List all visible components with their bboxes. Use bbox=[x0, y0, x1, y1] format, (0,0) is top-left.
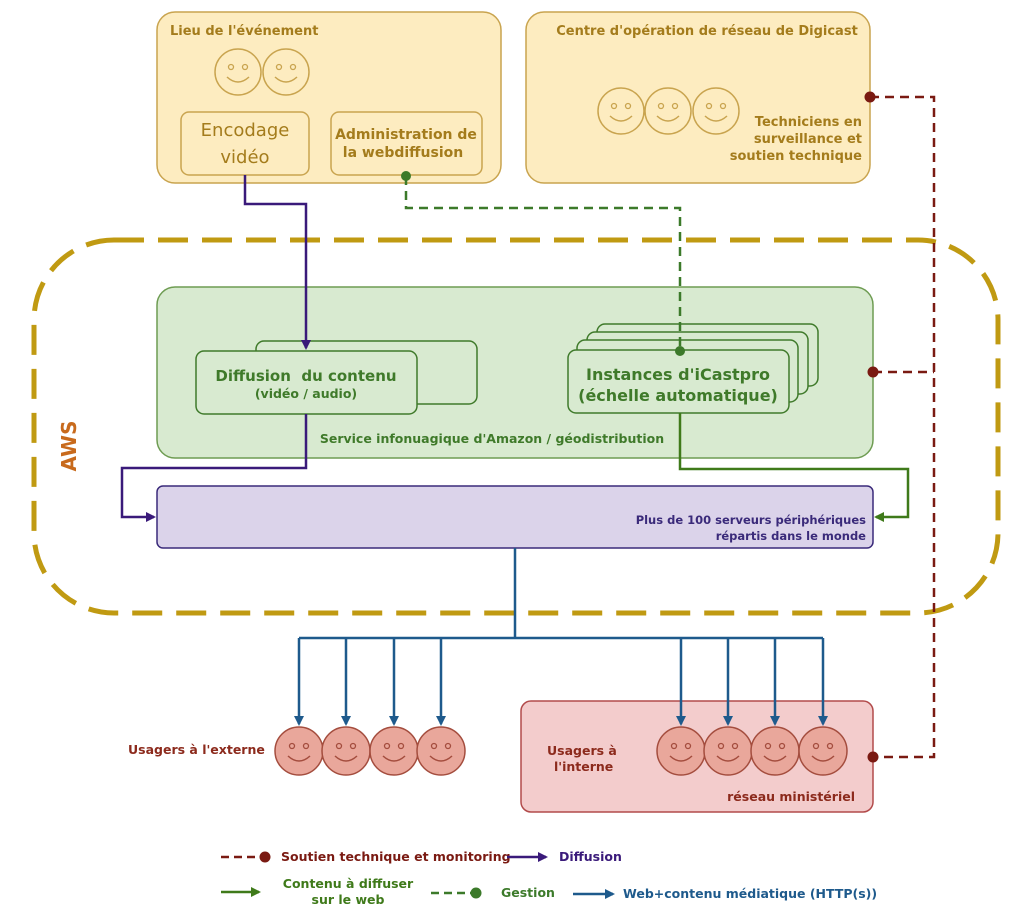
user-face-icon bbox=[703, 726, 753, 776]
techs-line2: surveillance et bbox=[754, 132, 862, 147]
smiley-icon bbox=[692, 87, 740, 135]
management-dot-icon bbox=[401, 171, 411, 181]
support-dot-icon bbox=[867, 366, 879, 378]
aws-label: AWS bbox=[57, 420, 81, 471]
network-label: réseau ministériel bbox=[727, 789, 855, 804]
diffusion-title: Diffusion du contenu bbox=[215, 367, 396, 385]
legend-content-line1: Contenu à diffuser bbox=[283, 876, 414, 891]
event-venue-title: Lieu de l'événement bbox=[170, 24, 318, 39]
user-face-icon bbox=[656, 726, 706, 776]
user-face-icon bbox=[369, 726, 419, 776]
internal-line1: Usagers à bbox=[547, 743, 617, 758]
user-face-icon bbox=[274, 726, 324, 776]
user-face-icon bbox=[416, 726, 466, 776]
admin-line1: Administration de bbox=[335, 127, 477, 143]
legend-support-dot-icon bbox=[259, 851, 271, 863]
service-caption: Service infonuagique d'Amazon / géodistr… bbox=[320, 431, 664, 446]
legend-management-dot-icon bbox=[470, 887, 482, 899]
diffusion-link bbox=[243, 175, 311, 350]
diffusion-subtitle: (vidéo / audio) bbox=[255, 386, 357, 401]
encoding-line2: vidéo bbox=[220, 147, 269, 168]
external-users-label: Usagers à l'externe bbox=[128, 742, 265, 757]
event-venue-panel: Lieu de l'événement Encodage vidéo Admin… bbox=[156, 11, 502, 184]
internal-users-panel: Usagers à l'interne réseau ministériel bbox=[520, 700, 874, 813]
aws-region bbox=[31, 237, 1001, 616]
support-link bbox=[870, 95, 936, 759]
encoding-line1: Encodage bbox=[201, 120, 290, 141]
content-link bbox=[678, 413, 910, 522]
diffusion-to-edge-link bbox=[120, 414, 308, 522]
admin-line2: la webdiffusion bbox=[343, 145, 463, 161]
legend-management-label: Gestion bbox=[501, 885, 555, 900]
web-links bbox=[294, 548, 828, 726]
instances-line2: (échelle automatique) bbox=[578, 386, 778, 405]
legend-content-line2: sur le web bbox=[312, 892, 385, 907]
instances-line1: Instances d'iCastpro bbox=[586, 365, 770, 384]
legend-diffusion-label: Diffusion bbox=[559, 849, 622, 864]
smiley-icon bbox=[644, 87, 692, 135]
support-dot-icon bbox=[867, 751, 879, 763]
internal-line2: l'interne bbox=[554, 759, 613, 774]
legend-web-label: Web+contenu médiatique (HTTP(s)) bbox=[623, 886, 877, 901]
management-dot-icon bbox=[675, 346, 685, 356]
smiley-icon bbox=[262, 48, 310, 96]
techs-line3: soutien technique bbox=[730, 149, 862, 164]
user-face-icon bbox=[750, 726, 800, 776]
admin-box bbox=[330, 111, 483, 176]
amazon-service-panel: Service infonuagique d'Amazon / géodistr… bbox=[156, 286, 874, 459]
smiley-icon bbox=[597, 87, 645, 135]
smiley-icon bbox=[214, 48, 262, 96]
edge-line2: répartis dans le monde bbox=[716, 529, 866, 543]
techs-line1: Techniciens en bbox=[755, 115, 862, 130]
support-dot-icon bbox=[864, 91, 876, 103]
legend: Soutien technique et monitoring Diffusio… bbox=[221, 849, 877, 907]
edge-line1: Plus de 100 serveurs périphériques bbox=[636, 513, 866, 527]
user-face-icon bbox=[798, 726, 848, 776]
user-face-icon bbox=[321, 726, 371, 776]
noc-panel: Centre d'opération de réseau de Digicast… bbox=[525, 11, 871, 184]
management-link bbox=[404, 176, 682, 351]
noc-title: Centre d'opération de réseau de Digicast bbox=[556, 24, 858, 39]
legend-support-label: Soutien technique et monitoring bbox=[281, 849, 511, 864]
edge-servers-panel: Plus de 100 serveurs périphériques répar… bbox=[156, 485, 874, 549]
